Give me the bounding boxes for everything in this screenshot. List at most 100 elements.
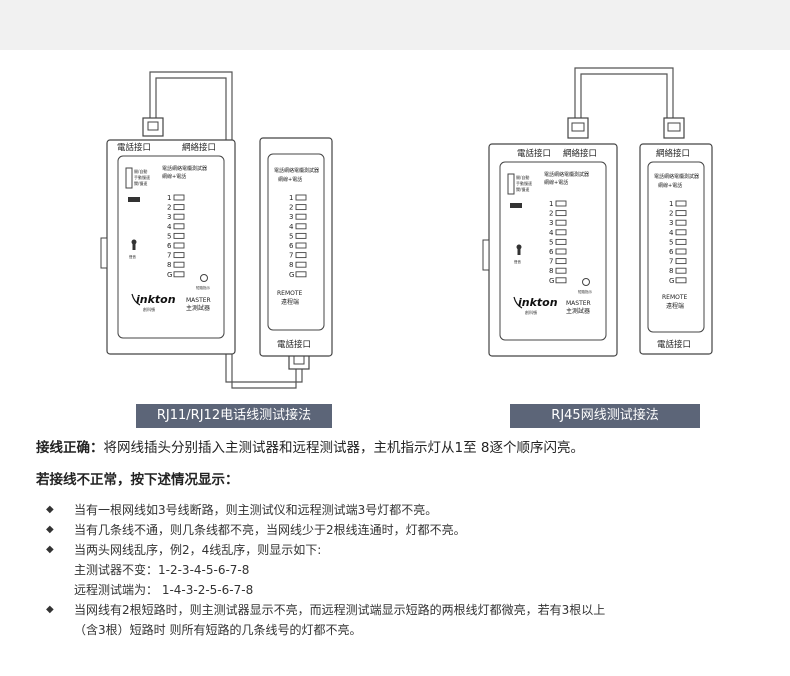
master-panel	[117, 155, 225, 339]
led-indicator	[173, 194, 185, 201]
led-indicator	[675, 258, 687, 265]
led-indicator	[555, 267, 567, 274]
mode-switch-icon	[125, 167, 133, 189]
list-item: ◆当网线有2根短路时，则主测试器显示不亮，而远程测试端显示短路的两根线灯都微亮，…	[36, 600, 766, 640]
led-number: 7	[289, 252, 293, 260]
svg-text:手動慢速: 手動慢速	[516, 180, 532, 186]
led-number: 1	[669, 200, 673, 208]
led-indicator	[675, 238, 687, 245]
led-number: 6	[669, 248, 674, 256]
led-indicator	[173, 204, 185, 211]
rj45-plug-master	[567, 117, 589, 139]
svg-text:網線+電話: 網線+電話	[658, 182, 682, 189]
abnormal-heading: 若接线不正常，按下述情况显示：	[36, 472, 239, 488]
svg-text:MASTER: MASTER	[186, 297, 211, 304]
led-number: 5	[289, 232, 293, 240]
led-number: G	[669, 277, 674, 285]
led-indicator	[555, 219, 567, 226]
led-number: 6	[167, 242, 172, 250]
caption-rj11: RJ11/RJ12电话线测试接法	[136, 404, 332, 428]
led-number: 1	[289, 194, 293, 202]
led-indicator	[295, 232, 307, 239]
svg-text:關/慢速: 關/慢速	[516, 186, 529, 192]
svg-text:短路指示: 短路指示	[196, 285, 210, 290]
led-number: 6	[549, 248, 554, 256]
led-indicator	[173, 213, 185, 220]
led-indicator	[295, 223, 307, 230]
led-number: G	[549, 277, 554, 285]
caption-rj45: RJ45网线测试接法	[510, 404, 700, 428]
rj11-plug-master	[142, 117, 164, 137]
correct-wiring-line: 接线正确：将网线插头分别插入主测试器和远程测试器，主机指示灯从1至 8逐个顺序闪…	[36, 436, 766, 456]
led-number: 6	[289, 242, 294, 250]
led-indicator	[675, 267, 687, 274]
led-indicator	[173, 223, 185, 230]
led-number: 2	[549, 210, 553, 218]
master-port-phone-label: 電話接口	[117, 142, 151, 153]
svg-text:手動慢速: 手動慢速	[134, 174, 150, 180]
led-number: 2	[167, 204, 171, 212]
short-indicator-led	[200, 274, 208, 282]
led-number: 3	[669, 219, 673, 227]
svg-text:主測試器: 主測試器	[186, 304, 210, 312]
svg-text:電話網絡電纜測試器: 電話網絡電纜測試器	[654, 173, 699, 180]
led-indicator	[295, 252, 307, 259]
svg-text:電話網絡電纜測試器: 電話網絡電纜測試器	[544, 171, 589, 178]
svg-text:短路指示: 短路指示	[578, 289, 592, 294]
master-port-net-label: 網絡接口	[182, 142, 216, 153]
master-panel-right	[499, 161, 607, 341]
svg-text:電話網絡電纜測試器: 電話網絡電纜測試器	[274, 167, 319, 174]
remote-port-phone-label: 電話接口	[277, 339, 311, 350]
rj45-plug-remote	[663, 117, 685, 139]
led-number: 3	[289, 213, 293, 221]
led-indicator	[173, 232, 185, 239]
svg-text:網線+電話: 網線+電話	[278, 176, 302, 183]
svg-text:電話接口: 電話接口	[657, 339, 691, 350]
svg-text:聲音: 聲音	[129, 254, 136, 259]
svg-text:REMOTE: REMOTE	[277, 290, 303, 297]
led-number: 8	[167, 261, 171, 269]
list-item: ◆当两头网线乱序，例2，4线乱序，则显示如下: 主测试器不变：1-2-3-4-5…	[36, 540, 766, 600]
led-indicator	[675, 277, 687, 284]
led-indicator	[295, 261, 307, 268]
led-number: 8	[289, 261, 293, 269]
svg-text:創科頓: 創科頓	[525, 309, 537, 315]
led-indicator	[295, 204, 307, 211]
led-indicator	[675, 229, 687, 236]
led-number: 8	[549, 267, 553, 275]
bullet-diamond-icon: ◆	[46, 604, 54, 615]
bullet-diamond-icon: ◆	[46, 524, 54, 535]
tone-icon	[516, 244, 522, 255]
led-indicator	[295, 242, 307, 249]
svg-text:開/自動: 開/自動	[134, 168, 147, 174]
sub-line: 主测试器不变：1-2-3-4-5-6-7-8	[74, 563, 250, 577]
led-number: 3	[167, 213, 171, 221]
wiring-diagram: 電話接口 網絡接口 開/自動 手動慢速 關/慢速 電話網絡電纜測試器 網線+電話…	[100, 67, 713, 389]
remote-panel-left	[267, 153, 325, 331]
sub-line: （含3根）短路时 则所有短路的几条线号的灯都不亮。	[74, 623, 362, 637]
led-indicator	[555, 238, 567, 245]
led-indicator	[295, 213, 307, 220]
battery-icon	[510, 203, 522, 208]
led-number: 1	[167, 194, 171, 202]
svg-text:網線+電話: 網線+電話	[162, 173, 186, 180]
svg-text:MASTER: MASTER	[566, 300, 591, 307]
svg-text:電話網絡電纜測試器: 電話網絡電纜測試器	[162, 165, 207, 172]
cable-right-outer	[574, 67, 674, 118]
svg-text:網線+電話: 網線+電話	[544, 179, 568, 186]
svg-text:網絡接口: 網絡接口	[656, 148, 690, 159]
led-number: 8	[669, 267, 673, 275]
led-indicator	[173, 261, 185, 268]
bullet-list: ◆当有一根网线如3号线断路，则主测试仪和远程测试端3号灯都不亮。 ◆当有几条线不…	[36, 500, 766, 640]
led-number: 5	[549, 238, 553, 246]
top-band	[0, 0, 790, 50]
led-number: 4	[167, 223, 172, 231]
led-indicator	[173, 271, 185, 278]
led-number: 7	[549, 258, 553, 266]
led-indicator	[675, 200, 687, 207]
short-indicator-led	[582, 278, 590, 286]
bullet-diamond-icon: ◆	[46, 504, 54, 515]
svg-text:電話接口: 電話接口	[517, 148, 551, 159]
